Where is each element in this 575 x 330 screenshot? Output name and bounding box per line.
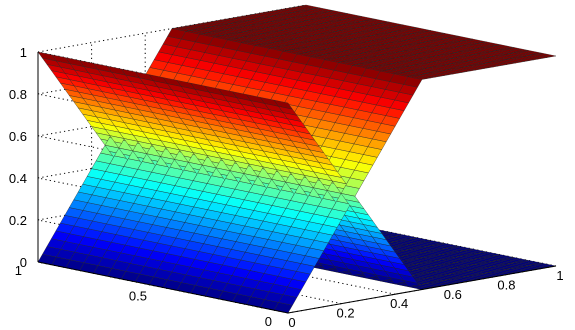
x-axis-line [287,265,557,314]
y-tick-label: 0.5 [129,289,147,304]
x-tick-label: 0.2 [337,306,355,321]
axes [37,52,557,314]
z-tick-label: 0.6 [9,129,27,144]
x-tick-label: 0.4 [390,296,408,311]
z-tick-label: 0.2 [9,213,27,228]
z-tick-label: 0 [20,255,27,270]
y-axis-line [37,261,289,314]
surfaces [37,4,557,314]
x-tick-label: 0.8 [497,277,515,292]
x-tick-label: 0 [288,315,295,330]
surface-facet [537,52,557,57]
y-tick-label: 1 [15,263,22,278]
y-tick-label: 0 [265,314,272,329]
z-tick-label: 0.8 [9,87,27,102]
x-tick-label: 1 [556,268,563,283]
x-tick-label: 0.6 [444,287,462,302]
z-tick-label: 0.4 [9,171,27,186]
z-tick-label: 1 [20,45,27,60]
